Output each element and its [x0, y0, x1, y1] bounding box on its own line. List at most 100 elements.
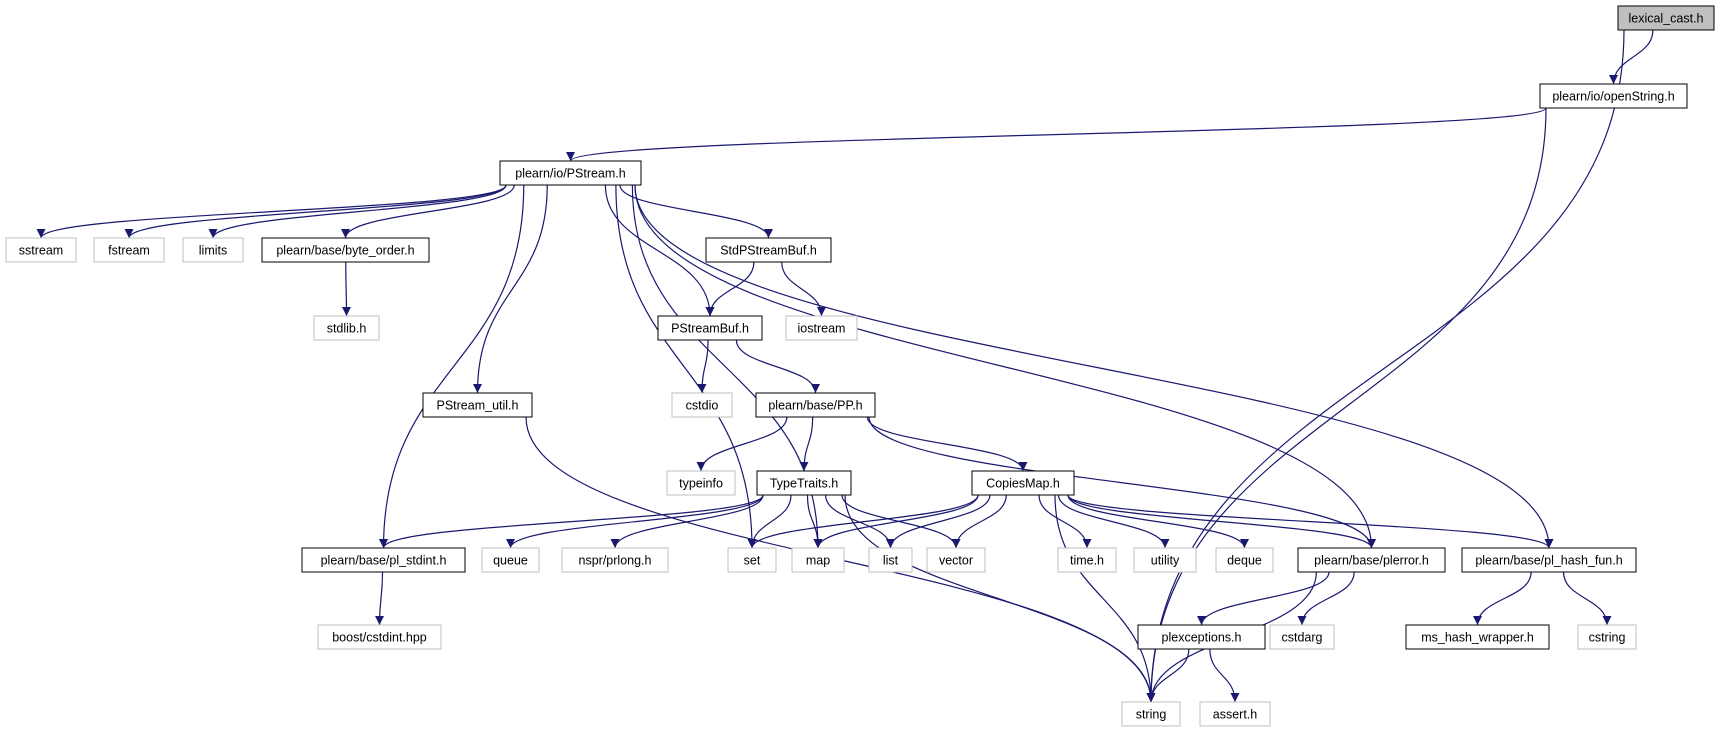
node-cstdarg: cstdarg: [1269, 624, 1335, 650]
node-box: [261, 237, 430, 263]
node-pl-stdint[interactable]: plearn/base/pl_stdint.h: [301, 547, 466, 573]
node-pl-hash-fun[interactable]: plearn/base/pl_hash_fun.h: [1461, 547, 1637, 573]
edge-PStream-to-PStream_util: [473, 184, 548, 394]
node-PStreamBuf[interactable]: PStreamBuf.h: [657, 315, 763, 341]
node-TypeTraits[interactable]: TypeTraits.h: [756, 470, 852, 496]
edge-PStream-to-set: [615, 184, 757, 549]
edge-CopiesMap-to-vector: [951, 494, 1007, 549]
node-plexceptions[interactable]: plexceptions.h: [1137, 624, 1266, 650]
node-label: lexical_cast.h: [1628, 12, 1703, 26]
node-CopiesMap[interactable]: CopiesMap.h: [971, 470, 1075, 496]
node-box: [926, 547, 986, 573]
edge-pl_hash_fun-to-ms_hash_wrapper: [1473, 571, 1532, 626]
node-box: [1297, 547, 1446, 573]
edge-PP-to-typeinfo: [696, 416, 788, 472]
node-prlong: nspr/prlong.h: [561, 547, 669, 573]
node-PP[interactable]: plearn/base/PP.h: [755, 392, 876, 418]
node-box: [317, 624, 442, 650]
node-label: typeinfo: [679, 477, 723, 491]
node-StdPStreamBuf[interactable]: StdPStreamBuf.h: [705, 237, 832, 263]
node-label: plearn/base/pl_stdint.h: [321, 554, 447, 568]
node-time: time.h: [1057, 547, 1117, 573]
edge-PStream-to-byte_order: [341, 184, 515, 239]
node-box: [727, 547, 777, 573]
node-box: [1461, 547, 1637, 573]
node-box: [756, 470, 852, 496]
node-box: [1215, 547, 1274, 573]
node-ms-hash-wrapper[interactable]: ms_hash_wrapper.h: [1405, 624, 1550, 650]
edge-TypeTraits-to-prlong: [610, 494, 764, 549]
edge-plexceptions-to-assert: [1209, 648, 1240, 703]
edge-PStream-to-limits: [208, 184, 507, 239]
node-typeinfo: typeinfo: [666, 470, 736, 496]
node-label: queue: [493, 554, 528, 568]
edge-PStream-to-sstream: [36, 184, 507, 239]
edge-PP-to-TypeTraits: [799, 416, 814, 472]
node-label: list: [883, 554, 899, 568]
node-iostream: iostream: [785, 315, 858, 341]
edge-lexical_cast-to-openString: [1609, 29, 1654, 85]
node-label: map: [806, 554, 830, 568]
node-label: vector: [939, 554, 973, 568]
node-label: TypeTraits.h: [770, 477, 838, 491]
node-vector: vector: [926, 547, 986, 573]
node-label: assert.h: [1213, 708, 1258, 722]
node-box: [657, 315, 763, 341]
node-utility: utility: [1133, 547, 1197, 573]
edge-PStreamBuf-to-PP: [735, 339, 820, 394]
edge-StdPStreamBuf-to-PStreamBuf: [705, 261, 755, 317]
node-label: cstring: [1589, 631, 1626, 645]
node-box: [791, 547, 845, 573]
nodes-layer: lexical_cast.h plearn/io/openString.h plea…: [5, 5, 1715, 727]
node-plerror[interactable]: plearn/base/plerror.h: [1297, 547, 1446, 573]
edge-CopiesMap-to-deque: [1067, 494, 1249, 549]
node-box: [1617, 5, 1715, 31]
node-box: [1121, 701, 1181, 727]
node-label: plearn/io/PStream.h: [515, 167, 626, 181]
node-box: [1577, 624, 1637, 650]
node-box: [755, 392, 876, 418]
node-box: [1405, 624, 1550, 650]
node-byte-order[interactable]: plearn/base/byte_order.h: [261, 237, 430, 263]
node-deque: deque: [1215, 547, 1274, 573]
node-box: [313, 315, 380, 341]
edge-lexical_cast-to-string: [1146, 29, 1625, 703]
node-box: [705, 237, 832, 263]
node-box: [671, 392, 733, 418]
node-box: [499, 160, 642, 186]
node-assert: assert.h: [1199, 701, 1271, 727]
edge-plerror-to-cstdarg: [1297, 571, 1355, 626]
node-label: PStream_util.h: [437, 399, 519, 413]
node-label: time.h: [1070, 554, 1104, 568]
node-box: [422, 392, 533, 418]
node-box: [561, 547, 669, 573]
node-stdlib: stdlib.h: [313, 315, 380, 341]
node-label: sstream: [19, 244, 63, 258]
node-label: plearn/base/pl_hash_fun.h: [1475, 554, 1622, 568]
node-PStream[interactable]: plearn/io/PStream.h: [499, 160, 642, 186]
node-label: iostream: [798, 322, 846, 336]
node-label: set: [744, 554, 761, 568]
node-label: deque: [1227, 554, 1262, 568]
node-lexical-cast[interactable]: lexical_cast.h: [1617, 5, 1715, 31]
edge-PStream-to-pl_hash_fun: [634, 184, 1554, 549]
edge-CopiesMap-to-map: [813, 494, 979, 549]
node-box: [301, 547, 466, 573]
edge-CopiesMap-to-time: [1038, 494, 1092, 549]
node-openString[interactable]: plearn/io/openString.h: [1539, 83, 1688, 109]
node-box: [1137, 624, 1266, 650]
node-cstdio: cstdio: [671, 392, 733, 418]
edge-pl_hash_fun-to-cstring: [1562, 571, 1612, 626]
node-PStream-util[interactable]: PStream_util.h: [422, 392, 533, 418]
edge-plexceptions-to-string: [1146, 648, 1190, 703]
node-label: plearn/base/byte_order.h: [276, 244, 414, 258]
node-label: plearn/io/openString.h: [1552, 90, 1674, 104]
node-box: [785, 315, 858, 341]
node-queue: queue: [481, 547, 540, 573]
edge-openString-to-string: [1146, 107, 1547, 703]
edge-StdPStreamBuf-to-iostream: [781, 261, 826, 317]
node-label: nspr/prlong.h: [579, 554, 652, 568]
edge-PStream-to-fstream: [124, 184, 507, 239]
node-limits: limits: [182, 237, 244, 263]
